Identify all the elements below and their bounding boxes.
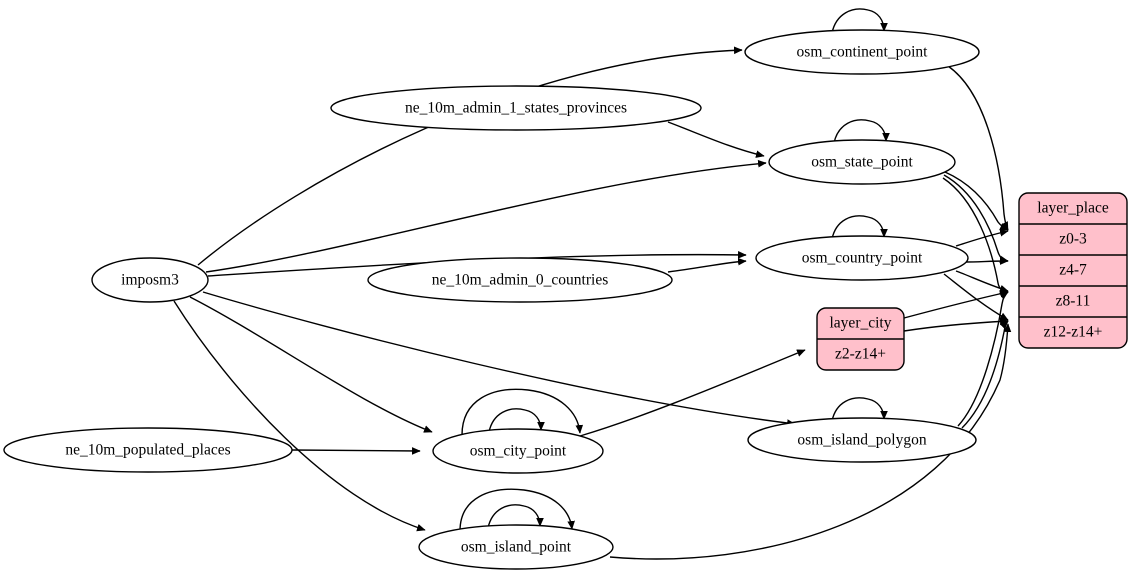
node-label-ne-populated: ne_10m_populated_places — [65, 442, 230, 459]
node-label-osm-country-point: osm_country_point — [802, 250, 923, 267]
edge-imposm3-osm-continent-point — [197, 46, 743, 266]
node-label-osm-island-point: osm_island_point — [461, 539, 572, 556]
node-shape-osm-city-point — [432, 428, 604, 474]
edge-osm-island-polygon-layer-place-z8-11 — [957, 291, 1009, 427]
node-shape-osm-continent-point — [744, 29, 980, 75]
edge-self-loop-osm-island-polygon — [831, 397, 888, 422]
edge-layer-city-layer-place-z8-11 — [903, 290, 1009, 319]
node-label-osm-state-point: osm_state_point — [811, 154, 913, 171]
node-shape-imposm3 — [91, 257, 209, 303]
edge-ne-states-osm-state-point — [667, 121, 765, 158]
node-osm-island-polygon[interactable]: osm_island_polygon — [747, 417, 977, 463]
record-row-layer-city-header: layer_city — [830, 315, 892, 332]
node-shape-osm-country-point — [755, 235, 969, 281]
edge-layer — [173, 8, 1012, 560]
record-node-layer-city[interactable]: layer_city z2-z14+ — [816, 307, 905, 371]
node-label-ne-states: ne_10m_admin_1_states_provinces — [405, 100, 627, 117]
edge-self-loop-osm-state-point — [833, 119, 890, 144]
node-label-ne-countries: ne_10m_admin_0_countries — [432, 272, 609, 289]
node-shape-osm-island-point — [418, 524, 614, 570]
node-ne-10m-admin-1-states-provinces[interactable]: ne_10m_admin_1_states_provinces — [330, 85, 702, 131]
record-node-layer-place[interactable]: layer_place z0-3 z4-7 z8-11 z12-z14+ — [1018, 192, 1128, 349]
edge-self-loop-outer-osm-city-point — [461, 388, 584, 436]
edge-osm-city-point-layer-city-z2-z14 — [579, 349, 806, 437]
edge-imposm3-osm-city-point — [189, 296, 433, 433]
node-ne-10m-populated-places[interactable]: ne_10m_populated_places — [3, 427, 293, 473]
node-label-osm-island-polygon: osm_island_polygon — [797, 432, 926, 449]
node-shape-ne-countries — [367, 257, 673, 303]
node-osm-city-point[interactable]: osm_city_point — [432, 428, 604, 474]
record-row-layer-place-z0-3[interactable]: z0-3 — [1059, 231, 1087, 248]
node-osm-continent-point[interactable]: osm_continent_point — [744, 29, 980, 75]
edge-self-loop-outer-osm-island-point — [459, 488, 575, 532]
node-osm-island-point[interactable]: osm_island_point — [418, 524, 614, 570]
node-label-osm-city-point: osm_city_point — [470, 443, 567, 460]
node-label-osm-continent-point: osm_continent_point — [797, 44, 929, 61]
node-osm-state-point[interactable]: osm_state_point — [768, 139, 956, 185]
edge-osm-continent-point-layer-place-z0-3 — [947, 65, 1009, 231]
edge-osm-country-point-layer-place-z8-11 — [955, 270, 1009, 293]
node-shape-osm-state-point — [768, 139, 956, 185]
edge-osm-island-point-layer-place-z12-z14 — [609, 323, 1012, 560]
node-label-imposm3: imposm3 — [121, 272, 179, 289]
record-node-layer: layer_city z2-z14+ layer_place z0-3 z4-7… — [816, 192, 1128, 371]
node-shape-ne-populated — [3, 427, 293, 473]
node-shape-ne-states — [330, 85, 702, 131]
edge-ne-countries-osm-country-point — [667, 257, 747, 273]
edge-osm-country-point-layer-place-z12-z14 — [943, 273, 1009, 321]
edge-ne-populated-osm-city-point — [291, 447, 421, 455]
edge-osm-country-point-layer-place-z0-3 — [955, 229, 1009, 247]
node-layer: imposm3 ne_10m_admin_1_states_provinces … — [3, 29, 980, 570]
edge-self-loop-osm-continent-point — [831, 8, 888, 34]
node-osm-country-point[interactable]: osm_country_point — [755, 235, 969, 281]
edge-osm-state-point-layer-place-z8-11 — [942, 177, 1009, 295]
record-row-layer-place-z12-z14[interactable]: z12-z14+ — [1044, 324, 1103, 341]
record-row-layer-place-z4-7[interactable]: z4-7 — [1059, 262, 1087, 279]
edge-self-loop-osm-island-point — [487, 504, 544, 529]
edge-self-loop-osm-country-point — [831, 215, 888, 240]
edge-osm-country-point-layer-place-z4-7 — [965, 257, 1009, 265]
edge-layer-city-layer-place-z12-z14 — [903, 317, 1009, 332]
edge-imposm3-osm-state-point — [205, 159, 767, 273]
edge-osm-state-point-layer-place-z0-3 — [944, 171, 1009, 231]
node-shape-osm-island-polygon — [747, 417, 977, 463]
edge-self-loop-osm-city-point — [488, 408, 545, 433]
node-imposm3[interactable]: imposm3 — [91, 257, 209, 303]
record-body-layer-place — [1018, 192, 1128, 349]
node-ne-10m-admin-0-countries[interactable]: ne_10m_admin_0_countries — [367, 257, 673, 303]
record-row-layer-place-header: layer_place — [1037, 200, 1109, 217]
record-row-layer-city-z2-z14[interactable]: z2-z14+ — [835, 346, 886, 363]
edge-imposm3-osm-island-polygon — [202, 291, 796, 427]
record-row-layer-place-z8-11[interactable]: z8-11 — [1056, 293, 1091, 310]
edge-imposm3-osm-island-point — [173, 300, 426, 532]
